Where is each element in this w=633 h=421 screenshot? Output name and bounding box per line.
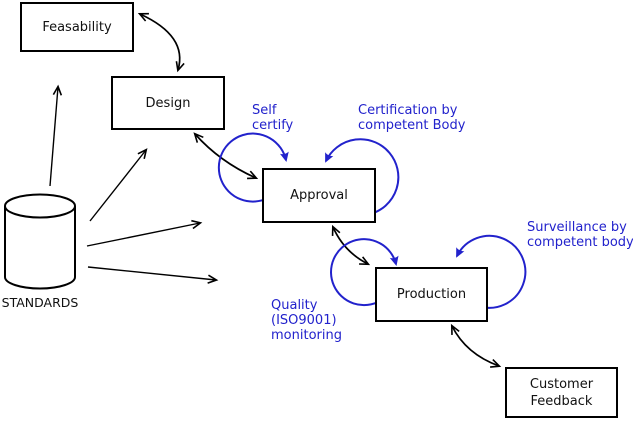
approval-left-loop [217,132,289,203]
annotation-line: Surveillance by [527,220,627,235]
node-feasability-label: Feasability [42,19,112,35]
annotation-line: certify [252,118,294,133]
arrow-approval-production [331,224,371,266]
arrow-standards-to-approval [86,219,203,247]
node-approval: Approval [262,168,376,223]
arrow-feasability-design [137,12,185,73]
annotation-surveillance: Surveillance by competent body [527,220,633,250]
arrow-production-customer-feedback [450,323,502,368]
arrow-standards-to-design [89,148,148,222]
arrow-design-approval [193,132,259,180]
node-design-label: Design [145,95,191,111]
self-loops [217,132,527,309]
annotation-certification: Certification by competent Body [358,103,465,133]
annotation-quality-monitoring: Quality (ISO9001) monitoring [271,298,342,343]
annotation-line: competent body [527,235,633,250]
node-feasability: Feasability [20,2,134,52]
approval-right-loop [325,138,400,215]
annotation-self-certify: Self certify [252,103,293,133]
node-design: Design [111,76,225,130]
standards-arrows [49,84,219,284]
cylinder-bottom-arc [4,276,76,290]
cylinder-top-ellipse [4,193,76,219]
node-customer-feedback: Customer Feedback [505,367,618,418]
stage-connectors [137,12,502,368]
annotation-line: Certification by [358,103,458,118]
annotation-line: Quality [271,298,318,313]
node-production: Production [375,267,488,322]
node-production-label: Production [396,287,467,302]
node-customer-feedback-label: Customer Feedback [529,376,594,409]
arrow-standards-to-production [87,266,219,284]
arrow-standards-to-feasability [49,84,63,187]
production-left-loop [330,238,399,307]
annotation-line: monitoring [271,328,342,343]
standards-label: STANDARDS [1,295,79,310]
standards-cylinder [4,193,76,290]
node-approval-label: Approval [290,188,348,203]
annotation-line: competent Body [358,118,466,133]
production-right-loop [456,234,527,309]
annotation-line: Self [252,103,277,118]
annotation-line: (ISO9001) [271,313,337,328]
